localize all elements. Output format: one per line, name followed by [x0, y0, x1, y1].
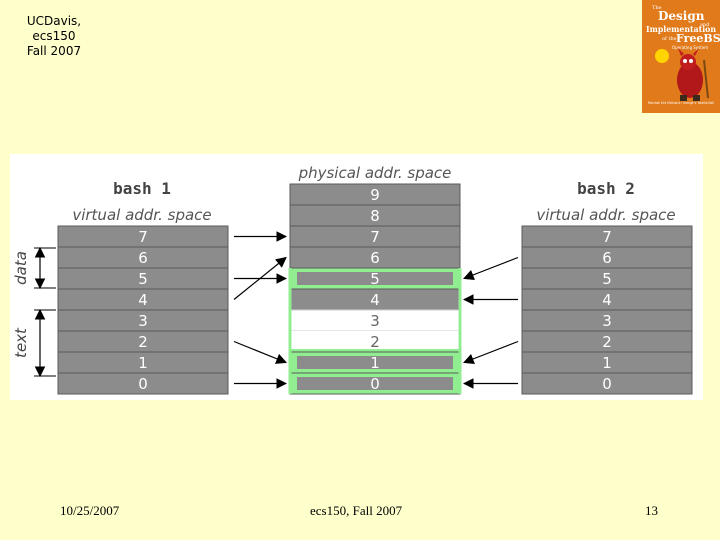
- right-page-number: 7: [602, 228, 612, 246]
- book-word-implementation: Implementation: [646, 24, 716, 34]
- physical-frame-number: 3: [370, 312, 380, 330]
- physical-frame-number: 6: [370, 249, 380, 267]
- right-process-name: bash 2: [577, 179, 635, 198]
- physical-frame-number: 1: [370, 354, 380, 372]
- left-page-number: 7: [138, 228, 148, 246]
- physical-frame: [297, 356, 453, 369]
- right-page-number: 4: [602, 291, 612, 309]
- left-page-number: 5: [138, 270, 148, 288]
- mapping-arrow: [462, 256, 519, 281]
- physical-frame-number: 0: [370, 375, 380, 393]
- physical-frame-number: 2: [370, 333, 380, 351]
- footer-page-number: 13: [645, 503, 658, 518]
- book-cover-image: The Design and Implementation of the Fre…: [642, 0, 720, 113]
- physical-frame-number: 5: [370, 270, 380, 288]
- physical-frame-highlight-edge: [290, 349, 460, 352]
- left-process-name: bash 1: [113, 179, 171, 198]
- book-word-of-the: of the: [662, 36, 677, 42]
- book-sticker: [655, 49, 669, 63]
- address-space-diagram: bash 1 virtual addr. space 7 6 5 4 3 2 1 0 bash 2 v…: [10, 154, 703, 400]
- left-page-number: 6: [138, 249, 148, 267]
- right-page-number: 3: [602, 312, 612, 330]
- left-page-number: 2: [138, 333, 148, 351]
- physical-frame: [297, 272, 453, 285]
- mapping-arrow: [233, 256, 287, 300]
- book-word-freebsd: FreeBSD: [676, 32, 720, 45]
- right-page-number: 0: [602, 375, 612, 393]
- mapping-arrow: [233, 340, 288, 364]
- header-line-2: Fall 2007: [26, 44, 82, 58]
- physical-frame-number: 4: [370, 291, 380, 309]
- left-page-cell: [57, 372, 229, 395]
- right-virtual-label: virtual addr. space: [536, 206, 675, 224]
- book-word-design: Design: [658, 9, 705, 23]
- header: UCDavis, ecs150 Fall 2007: [4, 14, 104, 59]
- book-cover-art: The Design and Implementation of the Fre…: [642, 0, 720, 113]
- book-word-the: The: [652, 5, 662, 11]
- physical-label: physical addr. space: [298, 164, 452, 182]
- book-authors: Marshall Kirk McKusick / George V. Nevil…: [648, 101, 714, 105]
- segment-label-data: data: [12, 251, 30, 285]
- book-word-os: Operating System: [672, 45, 708, 50]
- daemon-mascot-icon: [677, 48, 709, 101]
- segment-label-text: text: [12, 327, 30, 358]
- footer-date: 10/25/2007: [60, 503, 120, 518]
- right-page-number: 5: [602, 270, 612, 288]
- left-page-number: 1: [138, 354, 148, 372]
- left-page-number: 3: [138, 312, 148, 330]
- physical-frame-number: 8: [370, 207, 380, 225]
- physical-frame: [297, 377, 453, 390]
- left-page-number: 0: [138, 375, 148, 393]
- left-page-number: 4: [138, 291, 148, 309]
- physical-frame-number: 9: [370, 186, 380, 204]
- right-page-number: 1: [602, 354, 612, 372]
- header-line-1: UCDavis, ecs150: [26, 14, 82, 43]
- mapping-arrow: [462, 340, 519, 365]
- book-word-and: and: [700, 22, 710, 28]
- left-virtual-label: virtual addr. space: [72, 206, 211, 224]
- physical-frame-number: 7: [370, 228, 380, 246]
- physical-frame-free: [290, 331, 460, 352]
- right-page-number: 6: [602, 249, 612, 267]
- right-page-cell: [521, 372, 693, 395]
- footer-course: ecs150, Fall 2007: [310, 503, 403, 518]
- right-page-number: 2: [602, 333, 612, 351]
